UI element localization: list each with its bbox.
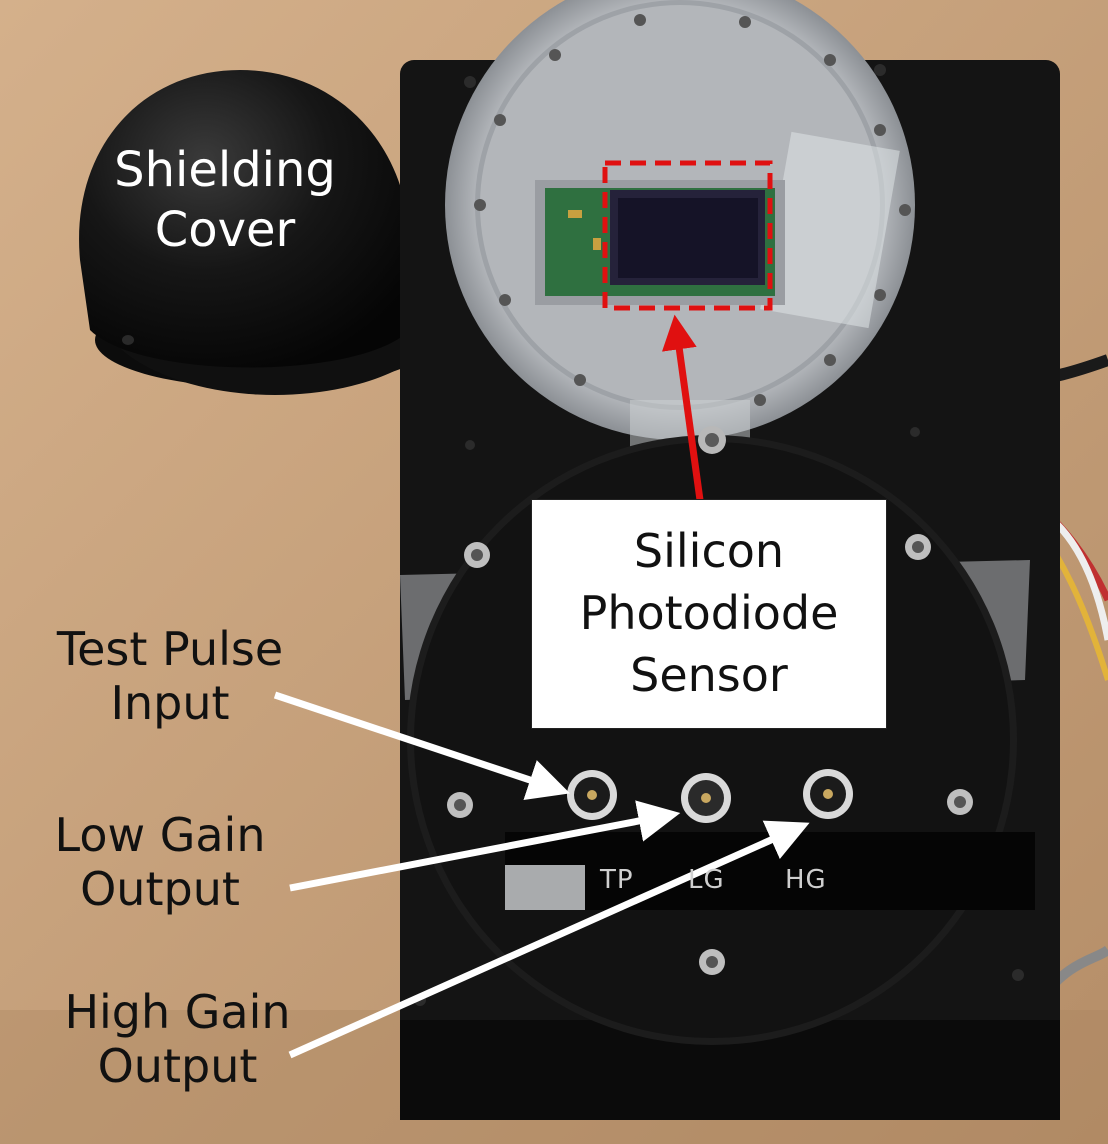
- test-pulse-arrow: [273, 691, 570, 800]
- shielding-cover-label: Shielding Cover: [100, 140, 350, 260]
- lg-tag: LG: [688, 865, 725, 895]
- high-gain-label: High Gain Output: [25, 985, 330, 1093]
- low-gain-label-line1: Low Gain: [54, 808, 266, 862]
- low-gain-label: Low Gain Output: [30, 808, 290, 916]
- hg-tag: HG: [785, 865, 827, 895]
- test-pulse-label: Test Pulse Input: [20, 622, 320, 730]
- sensor-label: Silicon Photodiode Sensor: [532, 500, 886, 706]
- lg-connector: [681, 773, 731, 823]
- shielding-cover: [79, 70, 455, 395]
- high-gain-label-line2: Output: [97, 1039, 258, 1093]
- shielding-cover-label-line1: Shielding: [114, 142, 336, 198]
- low-gain-arrow: [289, 800, 681, 892]
- sensor-label-line3: Sensor: [630, 648, 788, 702]
- test-pulse-label-line1: Test Pulse: [56, 622, 284, 676]
- shielding-cover-label-line2: Cover: [154, 202, 296, 258]
- sensor-arrow: [661, 314, 704, 501]
- high-gain-label-line1: High Gain: [64, 985, 291, 1039]
- hg-connector: [803, 769, 853, 819]
- sensor-label-line2: Photodiode: [579, 586, 839, 640]
- high-gain-arrow: [288, 820, 810, 1059]
- sensor-highlight-box: [602, 160, 773, 311]
- tp-connector: [567, 770, 617, 820]
- sensor-label-line1: Silicon: [633, 524, 785, 578]
- sensor-callout: Silicon Photodiode Sensor: [531, 499, 887, 729]
- photodiode-board: [535, 180, 785, 305]
- low-gain-label-line2: Output: [80, 862, 240, 916]
- test-pulse-label-line2: Input: [110, 676, 230, 730]
- tp-tag: TP: [600, 865, 634, 895]
